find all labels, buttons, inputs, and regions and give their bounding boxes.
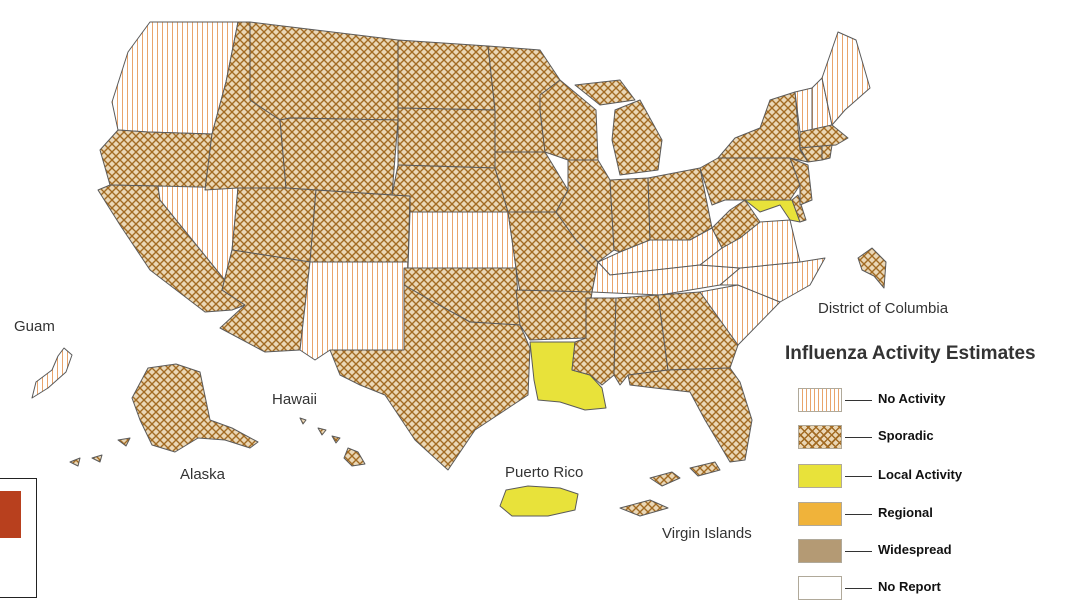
legend-label-sporadic: Sporadic [878, 428, 934, 443]
state-montana [249, 21, 399, 121]
legend-label-no-activity: No Activity [878, 391, 946, 406]
state-texas [329, 284, 531, 471]
legend-swatch-local-activity [798, 464, 842, 488]
corner-frame [0, 478, 37, 598]
state-utah [231, 187, 317, 263]
label-guam: Guam [14, 318, 55, 335]
state-florida [627, 367, 753, 463]
corner-accent-block [0, 491, 21, 538]
state-new-york [717, 91, 809, 163]
territory-puerto-rico [499, 485, 579, 517]
state-iowa [494, 151, 569, 213]
state-michigan [574, 79, 663, 176]
legend-item-local-activity: Local Activity [798, 464, 998, 490]
state-wyoming [279, 117, 399, 196]
legend-item-regional: Regional [798, 502, 998, 528]
territory-virgin-islands [619, 461, 721, 517]
state-indiana [609, 177, 651, 253]
legend-swatch-regional [798, 502, 842, 526]
legend-leader-line [845, 476, 872, 477]
legend-swatch-widespread [798, 539, 842, 563]
legend-label-local-activity: Local Activity [878, 467, 963, 482]
state-oregon [99, 129, 213, 191]
legend-leader-line [845, 588, 872, 589]
legend-swatch-no-report [798, 576, 842, 600]
legend-leader-line [845, 514, 872, 515]
legend-swatch-sporadic [798, 425, 842, 449]
state-new-jersey [789, 157, 813, 206]
state-delaware [791, 194, 807, 223]
legend-title: Influenza Activity Estimates [785, 343, 1036, 364]
legend-leader-line [845, 400, 872, 401]
state-west-virginia [711, 199, 761, 249]
state-colorado [309, 189, 411, 263]
state-new-mexico [299, 261, 409, 361]
label-puerto-rico: Puerto Rico [505, 464, 584, 481]
legend-item-sporadic: Sporadic [798, 425, 998, 451]
state-ohio [647, 167, 713, 241]
legend-item-widespread: Widespread [798, 539, 998, 565]
legend-swatch-no-activity [798, 388, 842, 412]
legend-leader-line [845, 551, 872, 552]
state-pennsylvania [699, 157, 801, 206]
state-alaska [131, 363, 259, 453]
state-massachusetts [799, 124, 849, 149]
territory-guam [31, 347, 73, 399]
legend-label-regional: Regional [878, 505, 933, 520]
state-north-dakota [397, 39, 496, 111]
alaska-island [69, 437, 131, 467]
label-district-of-columbia: District of Columbia [818, 300, 949, 317]
legend-item-no-report: No Report [798, 576, 998, 602]
state-arkansas [515, 289, 593, 341]
state-georgia [657, 291, 739, 371]
label-virgin-islands: Virgin Islands [662, 525, 752, 542]
district-of-columbia [857, 247, 887, 289]
legend-item-no-activity: No Activity [798, 388, 998, 414]
legend-label-widespread: Widespread [878, 542, 952, 557]
state-kansas [407, 211, 517, 269]
label-hawaii: Hawaii [272, 391, 318, 408]
label-alaska: Alaska [180, 466, 226, 483]
state-south-dakota [397, 107, 496, 169]
legend-label-no-report: No Report [878, 579, 941, 594]
state-maine [821, 31, 871, 126]
state-rhode-island [821, 144, 833, 161]
state-hawaii [299, 417, 366, 467]
legend-leader-line [845, 437, 872, 438]
